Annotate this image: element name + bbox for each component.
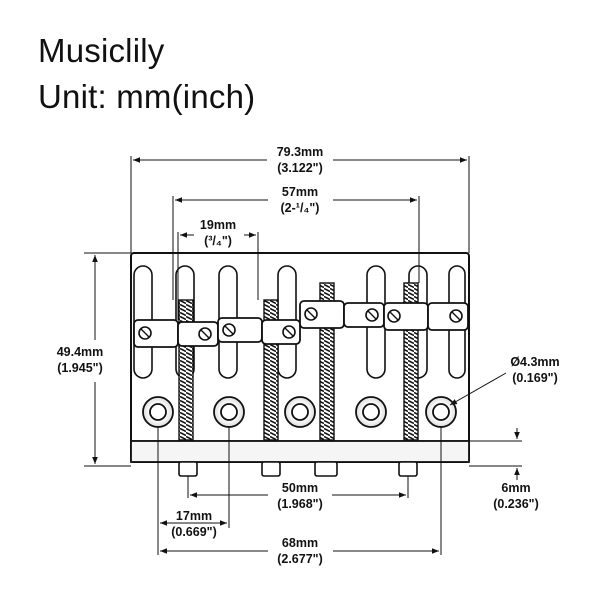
height-inch: (1.945") [57, 361, 103, 375]
unit-label: Unit: mm(inch) [38, 78, 256, 115]
hole-offset-mm: 17mm [176, 509, 212, 523]
mount-spacing-inch: (1.968") [277, 497, 323, 511]
outer-spacing-mm: 57mm [282, 185, 318, 199]
brand-title: Musiclily [38, 32, 165, 69]
hole-diameter-inch: (0.169") [512, 371, 558, 385]
height-mm: 49.4mm [57, 345, 104, 359]
hole-offset-inch: (0.669") [171, 525, 217, 539]
hole-diameter-mm: Ø4.3mm [510, 355, 559, 369]
hole-span-inch: (2.677") [277, 552, 323, 566]
hole-span-mm: 68mm [282, 536, 318, 550]
overall-width-mm: 79.3mm [277, 145, 324, 159]
thickness-mm: 6mm [501, 481, 530, 495]
saddle-spacing-mm: 19mm [200, 218, 236, 232]
mount-feet [178, 461, 418, 477]
mount-spacing-mm: 50mm [282, 481, 318, 495]
thickness-inch: (0.236") [493, 497, 539, 511]
mount-holes [142, 396, 457, 428]
outer-spacing-inch: (2-¹/₄") [281, 201, 320, 215]
overall-width-inch: (3.122") [277, 161, 323, 175]
saddle-spacing-inch: (³/₄") [204, 234, 232, 248]
